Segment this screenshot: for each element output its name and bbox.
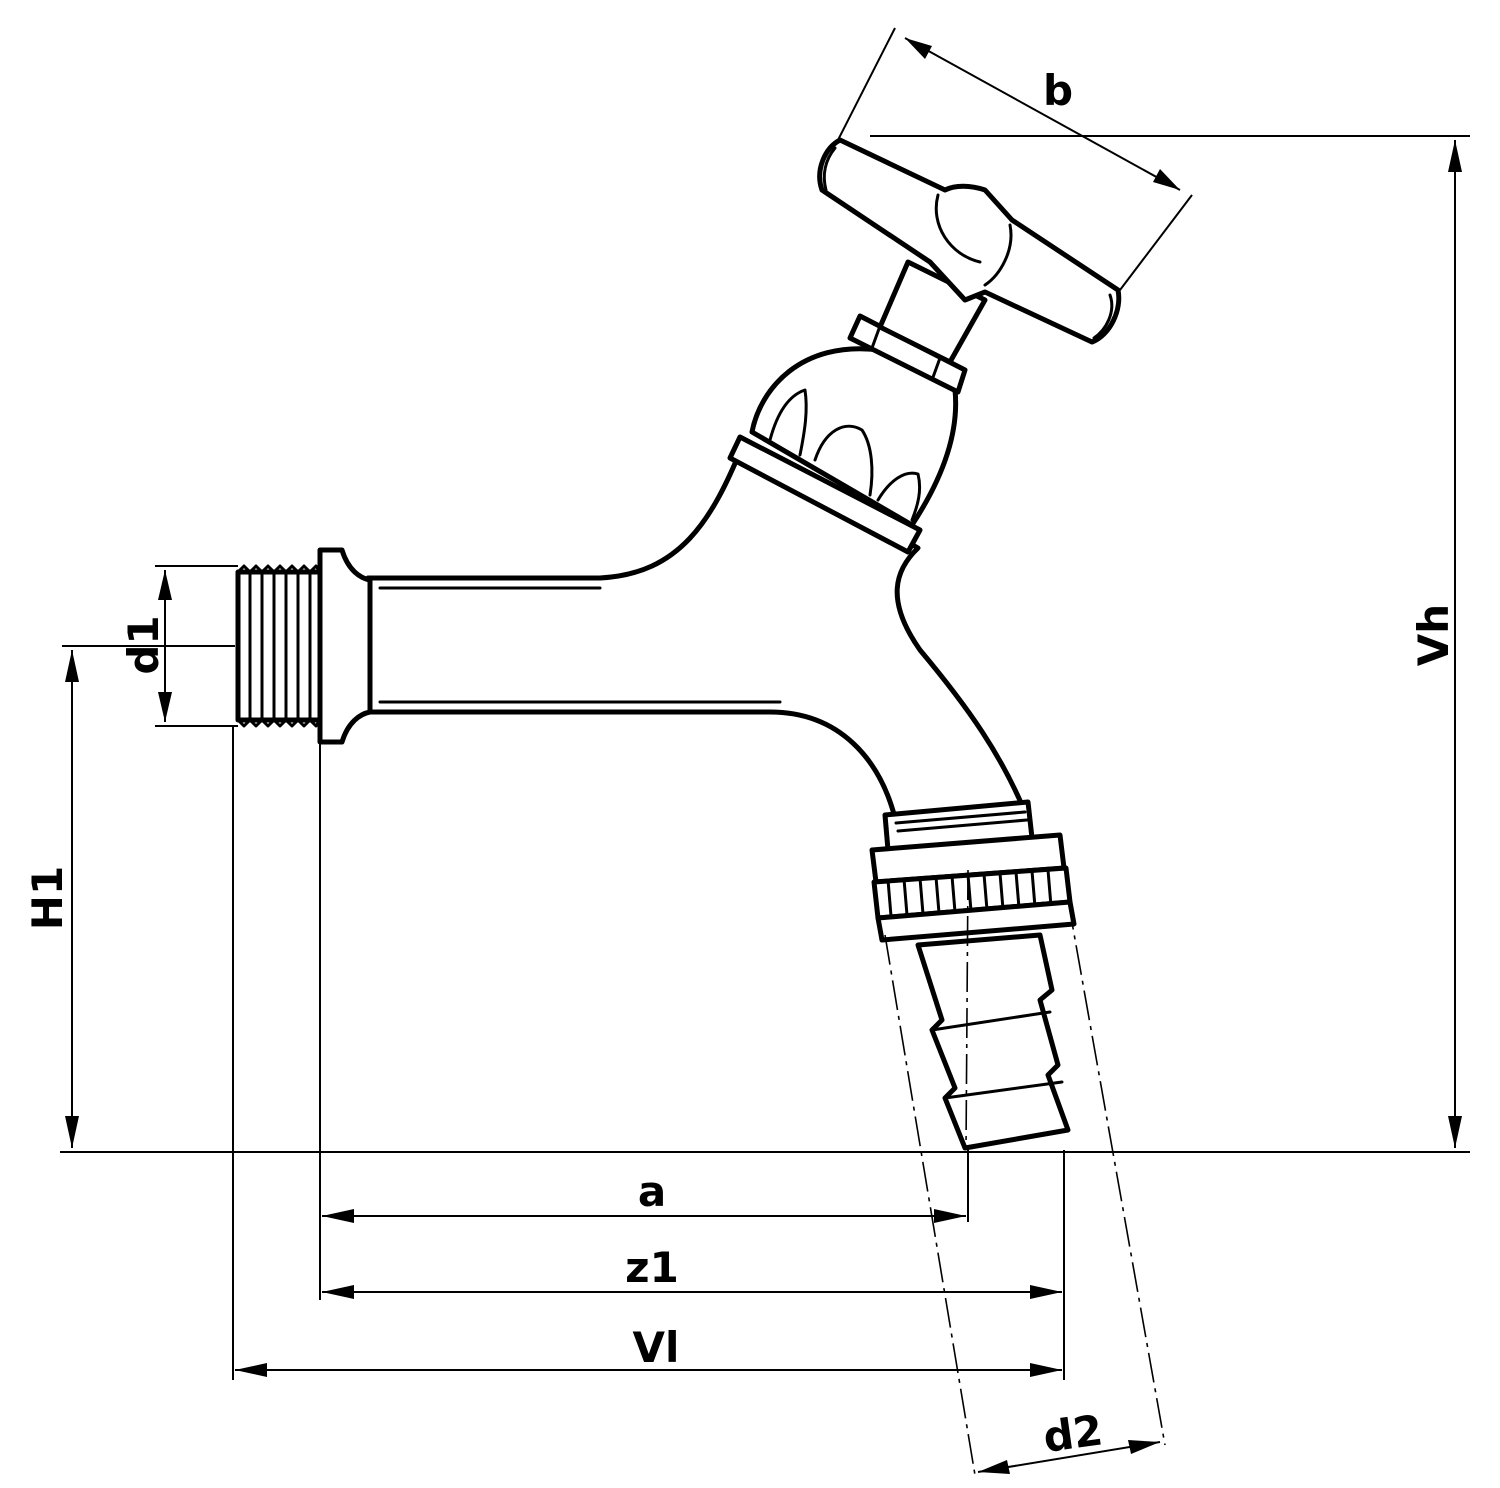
label-a: a bbox=[638, 1167, 666, 1216]
arrow-a-start bbox=[322, 1209, 354, 1223]
label-vl: Vl bbox=[633, 1323, 680, 1372]
arrow-a-end bbox=[934, 1209, 966, 1223]
arrow-z1-end bbox=[1030, 1285, 1062, 1299]
dimension-d2: d2 bbox=[977, 1405, 1161, 1474]
arrow-h1-top bbox=[65, 650, 79, 682]
dimension-vl: Vl bbox=[235, 1323, 1062, 1377]
dimension-vh: Vh bbox=[870, 135, 1470, 1148]
dimension-a: a bbox=[322, 1150, 969, 1223]
dimension-h1: H1 bbox=[23, 645, 235, 1148]
arrow-d2-start bbox=[978, 1460, 1010, 1474]
arrow-vl-end bbox=[1030, 1363, 1062, 1377]
arrow-vl-start bbox=[235, 1363, 267, 1377]
dimension-b: b bbox=[837, 27, 1193, 291]
label-vh: Vh bbox=[1409, 604, 1458, 666]
arrow-d1-bottom bbox=[158, 692, 172, 722]
inlet-thread-lines bbox=[248, 572, 312, 720]
knurl-lines bbox=[886, 868, 1053, 918]
center-lines bbox=[884, 869, 1166, 1476]
arrow-vh-bottom bbox=[1448, 1116, 1462, 1148]
arrow-b-end bbox=[1153, 169, 1180, 190]
faucet-body bbox=[365, 444, 1025, 821]
arrow-b-start bbox=[905, 38, 932, 59]
label-b: b bbox=[1043, 66, 1073, 115]
valve-bonnet bbox=[727, 259, 988, 555]
arrow-d1-top bbox=[158, 570, 172, 600]
arrow-vh-top bbox=[1448, 140, 1462, 172]
label-h1: H1 bbox=[23, 866, 72, 930]
label-d2: d2 bbox=[1040, 1405, 1106, 1462]
arrow-h1-bottom bbox=[65, 1116, 79, 1148]
arrow-z1-start bbox=[322, 1285, 354, 1299]
hand-wheel bbox=[817, 137, 1122, 345]
arrow-d2-end bbox=[1128, 1440, 1160, 1454]
dimension-z1: z1 bbox=[322, 1243, 1062, 1299]
label-z1: z1 bbox=[625, 1243, 679, 1292]
inlet-connector bbox=[235, 547, 373, 745]
outlet-connector bbox=[869, 799, 1077, 1151]
